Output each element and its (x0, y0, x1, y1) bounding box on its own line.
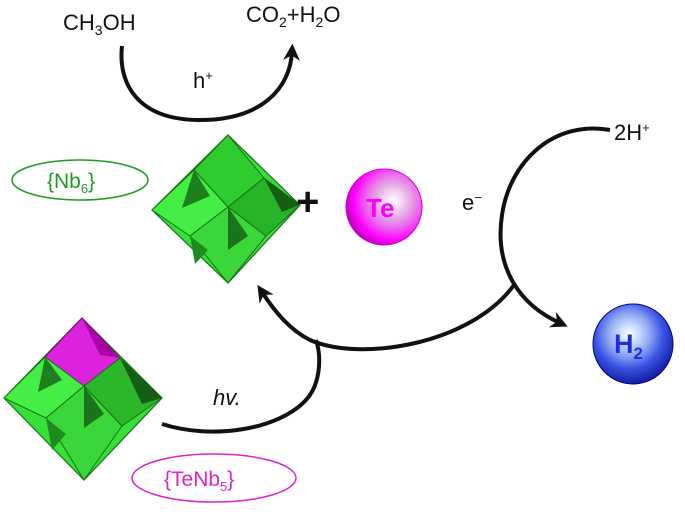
h2-sphere (592, 303, 674, 385)
nb6-label-oval (11, 159, 149, 201)
hole-label: h+ (193, 68, 213, 93)
reduction-arrow (498, 126, 611, 328)
te-label: Te (366, 193, 394, 223)
proton-label: 2H+ (614, 120, 650, 145)
return-arrow (257, 283, 516, 352)
tenb5-cluster (3, 317, 163, 481)
excitation-arrow (161, 339, 322, 434)
nb6-label: {Nb6} (47, 170, 95, 196)
te-sphere (345, 168, 423, 246)
tenb5-label: {TeNb5} (164, 468, 234, 494)
hv-label: hv. (213, 385, 241, 410)
electron-label: e− (462, 190, 482, 215)
h2-label: H2 (614, 329, 643, 363)
products-label: CO2+H2O (246, 2, 340, 30)
nb6-cluster (151, 134, 301, 284)
plus-sign: + (296, 180, 319, 224)
methanol-label: CH3OH (63, 10, 136, 38)
tenb5-label-oval (131, 453, 297, 503)
oxidation-arrow (119, 43, 300, 123)
